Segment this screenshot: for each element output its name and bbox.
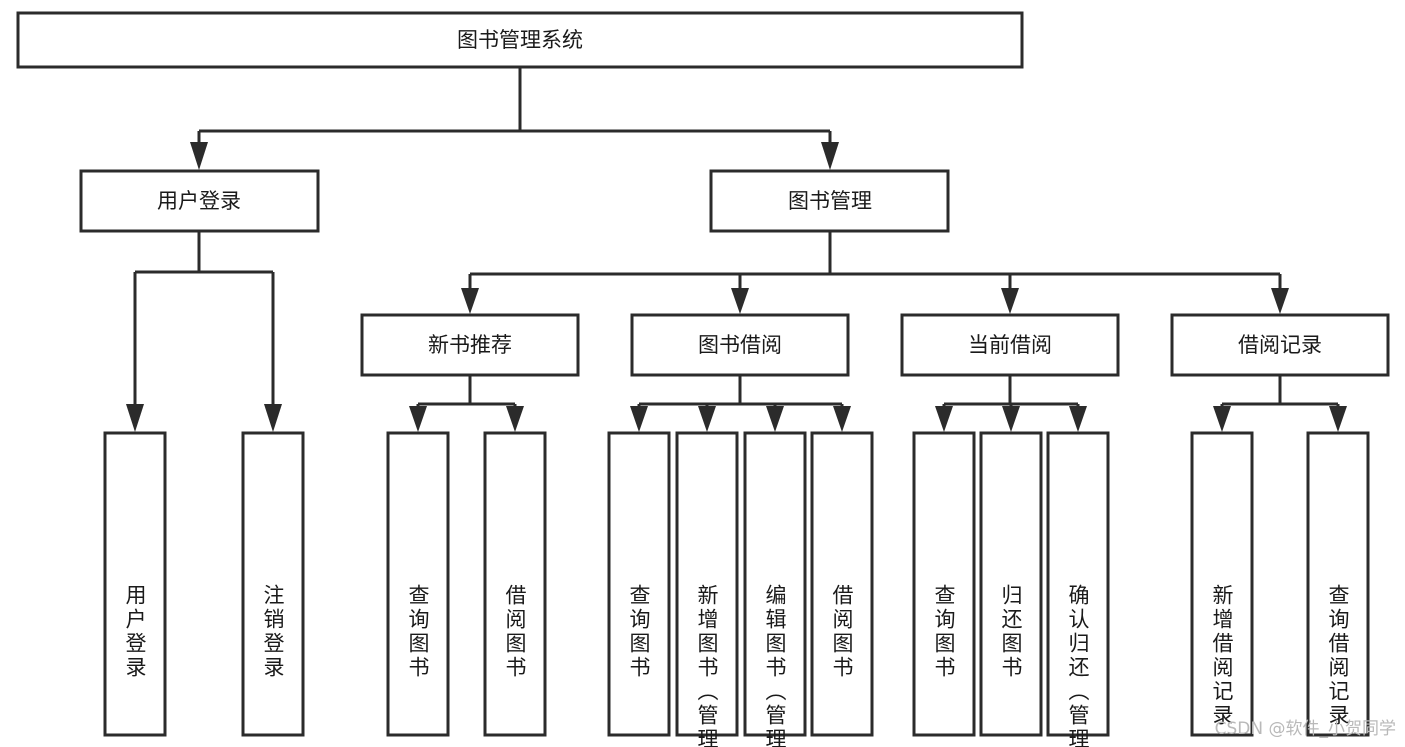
node-leaf-borrow-book-2-label: 借阅图书 [830, 584, 854, 680]
arrowhead-leaf-user-logout [264, 404, 282, 432]
arrowhead-new-book-rec [461, 288, 479, 314]
node-leaf-return-book-label: 归还图书 [999, 584, 1023, 680]
node-leaf-confirm-return-box[interactable] [1046, 431, 1110, 737]
node-user-login[interactable]: 用户登录 [79, 169, 320, 233]
arrowhead-user-login [190, 142, 208, 170]
node-leaf-confirm-return[interactable]: 确认归还（管理员） [1046, 431, 1110, 747]
node-book-borrow[interactable]: 图书借阅 [630, 313, 850, 377]
node-leaf-return-book-box[interactable] [979, 431, 1043, 737]
node-leaf-borrow-book-1-label: 借阅图书 [503, 584, 527, 680]
node-leaf-user-login[interactable]: 用户登录 [103, 431, 167, 737]
arrowhead-leaf-add-book [698, 406, 716, 432]
arrowhead-leaf-confirm-return [1069, 406, 1087, 432]
node-leaf-edit-book-box[interactable] [743, 431, 807, 737]
node-leaf-query-book-1-box[interactable] [386, 431, 450, 737]
arrowhead-leaf-borrow-book-1 [506, 406, 524, 432]
node-leaf-user-login-label: 用户登录 [123, 584, 147, 680]
node-leaf-confirm-return-label: 确认归还（管理员） [1066, 584, 1090, 747]
arrowhead-current-borrow [1001, 288, 1019, 314]
arrowhead-book-manage [821, 142, 839, 170]
node-leaf-query-book-1-label: 查询图书 [406, 584, 430, 680]
node-book-manage-box[interactable] [709, 169, 950, 233]
arrowhead-book-borrow [731, 288, 749, 314]
node-leaf-user-logout-label: 注销登录 [261, 584, 285, 680]
arrowhead-leaf-query-book-3 [935, 406, 953, 432]
node-leaf-query-record-label: 查询借阅记录 [1326, 584, 1350, 728]
node-leaf-user-logout[interactable]: 注销登录 [241, 431, 305, 737]
node-leaf-borrow-book-1-box[interactable] [483, 431, 547, 737]
node-leaf-add-record-label: 新增借阅记录 [1210, 584, 1234, 728]
node-root-label: 图书管理系统 [457, 28, 583, 52]
node-leaf-borrow-book-2-box[interactable] [810, 431, 874, 737]
node-borrow-record-box[interactable] [1170, 313, 1390, 377]
connector-layer [126, 67, 1347, 432]
node-leaf-borrow-book-1[interactable]: 借阅图书 [483, 431, 547, 737]
node-leaf-query-book-3-box[interactable] [912, 431, 976, 737]
arrowhead-leaf-query-record [1329, 406, 1347, 432]
node-current-borrow-label: 当前借阅 [968, 333, 1052, 357]
arrowhead-leaf-borrow-book-2 [833, 406, 851, 432]
node-leaf-query-book-2[interactable]: 查询图书 [607, 431, 671, 737]
node-leaf-borrow-book-2[interactable]: 借阅图书 [810, 431, 874, 737]
node-leaf-edit-book[interactable]: 编辑图书（管理员） [743, 431, 807, 747]
node-book-manage[interactable]: 图书管理 [709, 169, 950, 233]
node-user-login-label: 用户登录 [157, 189, 241, 213]
node-leaf-query-book-1[interactable]: 查询图书 [386, 431, 450, 737]
arrowhead-leaf-add-record [1213, 406, 1231, 432]
node-borrow-record[interactable]: 借阅记录 [1170, 313, 1390, 377]
node-leaf-query-record[interactable]: 查询借阅记录 [1306, 431, 1370, 737]
arrowhead-leaf-query-book-1 [409, 406, 427, 432]
node-root-box[interactable] [16, 11, 1024, 69]
node-user-login-box[interactable] [79, 169, 320, 233]
node-leaf-query-book-2-label: 查询图书 [627, 584, 651, 680]
node-root[interactable]: 图书管理系统 [16, 11, 1024, 69]
watermark-label: CSDN @软件_小贺同学 [1215, 719, 1396, 739]
node-leaf-add-book[interactable]: 新增图书（管理员） [675, 431, 739, 747]
arrowhead-leaf-user-login [126, 404, 144, 432]
node-leaf-add-record[interactable]: 新增借阅记录 [1190, 431, 1254, 737]
node-book-manage-label: 图书管理 [788, 189, 872, 213]
node-leaf-add-record-box[interactable] [1190, 431, 1254, 737]
node-leaf-user-login-box[interactable] [103, 431, 167, 737]
node-leaf-query-record-box[interactable] [1306, 431, 1370, 737]
node-current-borrow[interactable]: 当前借阅 [900, 313, 1120, 377]
node-book-borrow-label: 图书借阅 [698, 333, 782, 357]
node-leaf-edit-book-label: 编辑图书（管理员） [763, 584, 787, 747]
node-leaf-add-book-box[interactable] [675, 431, 739, 737]
node-leaf-return-book[interactable]: 归还图书 [979, 431, 1043, 737]
node-book-borrow-box[interactable] [630, 313, 850, 377]
arrowhead-leaf-return-book [1002, 406, 1020, 432]
node-current-borrow-box[interactable] [900, 313, 1120, 377]
node-leaf-query-book-3-label: 查询图书 [932, 584, 956, 680]
node-new-book-rec-label: 新书推荐 [428, 333, 512, 357]
node-new-book-rec[interactable]: 新书推荐 [360, 313, 580, 377]
node-borrow-record-label: 借阅记录 [1238, 333, 1322, 357]
node-leaf-add-book-label: 新增图书（管理员） [695, 584, 719, 747]
node-leaf-query-book-2-box[interactable] [607, 431, 671, 737]
node-new-book-rec-box[interactable] [360, 313, 580, 377]
node-leaf-query-book-3[interactable]: 查询图书 [912, 431, 976, 737]
arrowhead-leaf-query-book-2 [630, 406, 648, 432]
arrowhead-leaf-edit-book [766, 406, 784, 432]
arrowhead-borrow-record [1271, 288, 1289, 314]
node-leaf-user-logout-box[interactable] [241, 431, 305, 737]
